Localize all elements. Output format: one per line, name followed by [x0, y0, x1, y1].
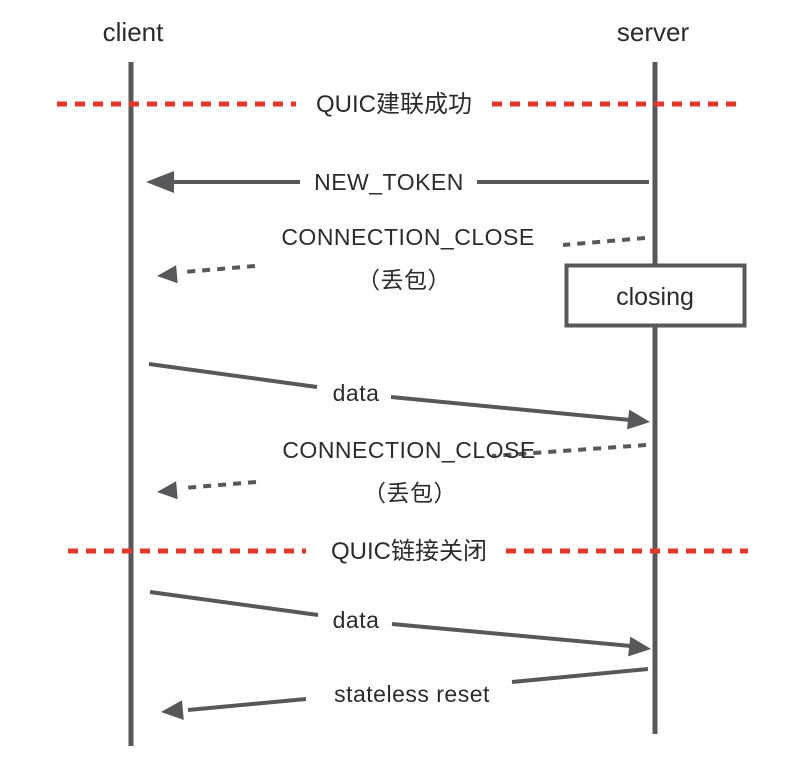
data1-label: data: [333, 380, 380, 406]
stateless-reset-label: stateless reset: [334, 681, 490, 707]
connection-close2-arrowhead: [157, 481, 178, 500]
stateless-reset-arrowhead: [161, 700, 184, 720]
client-actor-label: client: [103, 17, 164, 47]
solid-message-lines-group: [148, 180, 649, 712]
connection-close1-dash-right: [562, 236, 646, 247]
connection-close1-label: CONNECTION_CLOSE: [281, 224, 534, 250]
lifelines-group: [128, 62, 658, 746]
data1-arrowhead: [627, 409, 650, 430]
dashed-message-lines-group: [183, 236, 647, 490]
phase-separators-group: [57, 101, 748, 554]
data2-arrowhead: [628, 636, 651, 657]
connection-close1-loss-label: （丢包）: [357, 267, 451, 293]
server-actor-label: server: [617, 17, 690, 47]
stateless-reset-line-right: [511, 667, 649, 684]
data1-line-left: [148, 362, 318, 389]
connection-close1-arrowhead: [157, 265, 178, 284]
connection-close2-label: CONNECTION_CLOSE: [282, 437, 535, 463]
stateless-reset-line-left: [187, 697, 307, 712]
closing-state-rect: [564, 263, 747, 328]
connection-close2-dash-right: [491, 443, 647, 458]
data2-label: data: [333, 607, 380, 633]
data2-line-right: [391, 622, 632, 648]
connection-close2-loss-label: （丢包）: [363, 480, 457, 506]
data2-line-left: [149, 590, 319, 617]
arrowheads-group: [146, 171, 651, 720]
connection-close2-dash-left: [183, 480, 257, 490]
established-separator-label: QUIC建联成功: [316, 91, 472, 118]
new-token-label: NEW_TOKEN: [314, 169, 464, 195]
closing-state-box: closing: [564, 263, 747, 328]
new-token-arrowhead: [146, 171, 174, 193]
closing-state-label: closing: [616, 283, 694, 311]
data1-line-right: [390, 395, 631, 422]
connection-close1-dash-left: [183, 264, 256, 274]
closed-separator-label: QUIC链接关闭: [331, 538, 487, 565]
